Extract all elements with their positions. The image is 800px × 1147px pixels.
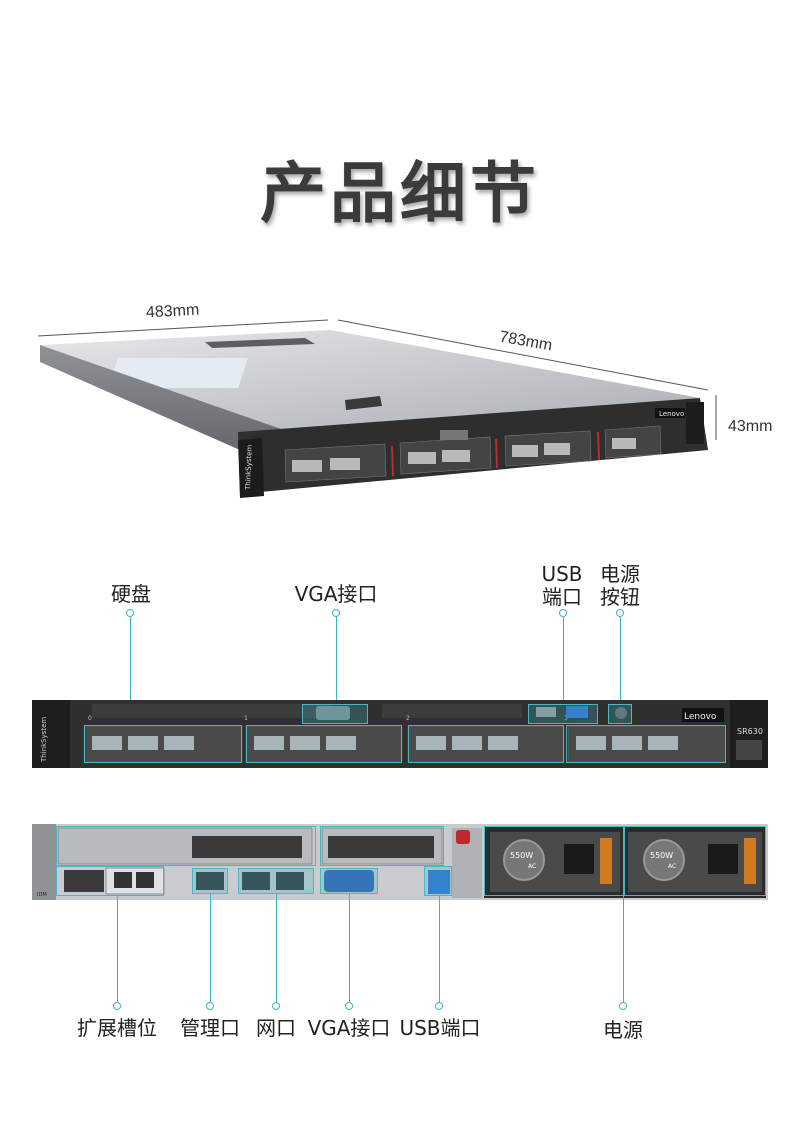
leader-dot-front-vga xyxy=(332,609,340,617)
label-rear-usb: USB端口 xyxy=(399,1016,481,1040)
bay-number-0: 0 xyxy=(88,715,92,722)
bay-number-3: 3 xyxy=(564,715,568,722)
leader-line-expansion xyxy=(117,896,118,1004)
highlight-hdd-bay-3 xyxy=(408,725,564,763)
leader-line-psu xyxy=(623,896,624,1004)
highlight-rear-vga xyxy=(320,868,378,894)
leader-line-rear-vga xyxy=(349,894,350,1004)
leader-dot-mgmt xyxy=(206,1002,214,1010)
label-rear-vga: VGA接口 xyxy=(307,1016,391,1040)
label-mgmt: 管理口 xyxy=(180,1016,240,1040)
bay-number-2: 2 xyxy=(406,715,410,722)
label-front-vga: VGA接口 xyxy=(294,582,378,606)
side-brand-text: ThinkSystem xyxy=(40,717,48,763)
label-usb-line1: USB xyxy=(541,562,583,586)
leader-dot-power xyxy=(616,609,624,617)
highlight-hdd-bay-1 xyxy=(84,725,242,763)
psu-type-2: AC xyxy=(668,863,676,870)
label-psu: 电源 xyxy=(603,1018,643,1042)
width-dimension: 483mm xyxy=(145,301,200,322)
highlight-front-vga xyxy=(302,704,368,724)
front-logo-perspective: Lenovo xyxy=(659,410,684,418)
highlight-expansion-slot-2 xyxy=(320,826,444,866)
highlight-power-button xyxy=(608,704,632,724)
leader-dot-hdd xyxy=(126,609,134,617)
leader-dot-expansion xyxy=(113,1002,121,1010)
psu-rating-1: 550W xyxy=(510,851,533,860)
highlight-expansion-slot-3 xyxy=(56,866,164,896)
leader-dot-psu xyxy=(619,1002,627,1010)
leader-dot-usb xyxy=(559,609,567,617)
leader-dot-network xyxy=(272,1002,280,1010)
leader-dot-rear-usb xyxy=(435,1002,443,1010)
label-network: 网口 xyxy=(256,1016,296,1040)
leader-line-front-vga xyxy=(336,617,337,705)
psu-type-1: AC xyxy=(528,863,536,870)
rear-id-text: IDM xyxy=(37,892,47,898)
svg-text:ThinkSystem: ThinkSystem xyxy=(244,444,254,491)
highlight-network-ports xyxy=(238,868,314,894)
server-perspective-image: ThinkSystem Lenovo xyxy=(37,319,717,498)
height-dimension: 43mm xyxy=(728,418,773,435)
leader-line-rear-usb xyxy=(439,896,440,1004)
highlight-front-usb xyxy=(528,704,598,724)
highlight-psu-2 xyxy=(624,826,766,896)
label-power-line2: 按钮 xyxy=(600,585,640,609)
leader-line-network xyxy=(276,894,277,1004)
model-text: SR630 xyxy=(737,727,763,736)
leader-line-usb xyxy=(563,617,564,705)
psu-rating-2: 550W xyxy=(650,851,673,860)
bay-number-1: 1 xyxy=(244,715,248,722)
highlight-rear-usb xyxy=(424,866,452,896)
page-title: 产品细节 xyxy=(260,155,540,232)
front-logo: Lenovo xyxy=(684,712,717,722)
highlight-mgmt-port xyxy=(192,868,228,894)
label-expansion: 扩展槽位 xyxy=(77,1016,157,1040)
leader-dot-rear-vga xyxy=(345,1002,353,1010)
label-usb-line2: 端口 xyxy=(542,585,582,609)
leader-line-hdd xyxy=(130,617,131,730)
label-power-line1: 电源 xyxy=(600,562,640,586)
server-front-panel: ThinkSystem SR630 0 1 2 3 Lenovo xyxy=(32,700,768,768)
server-rear-panel: IDM 550W AC 550W AC xyxy=(32,824,768,900)
leader-line-mgmt xyxy=(210,894,211,1004)
highlight-expansion-slot-1 xyxy=(56,826,316,866)
highlight-hdd-bay-4 xyxy=(566,725,726,763)
highlight-hdd-bay-2 xyxy=(246,725,402,763)
label-hdd: 硬盘 xyxy=(111,582,151,606)
highlight-psu-1 xyxy=(484,826,624,896)
leader-line-power xyxy=(620,617,621,705)
